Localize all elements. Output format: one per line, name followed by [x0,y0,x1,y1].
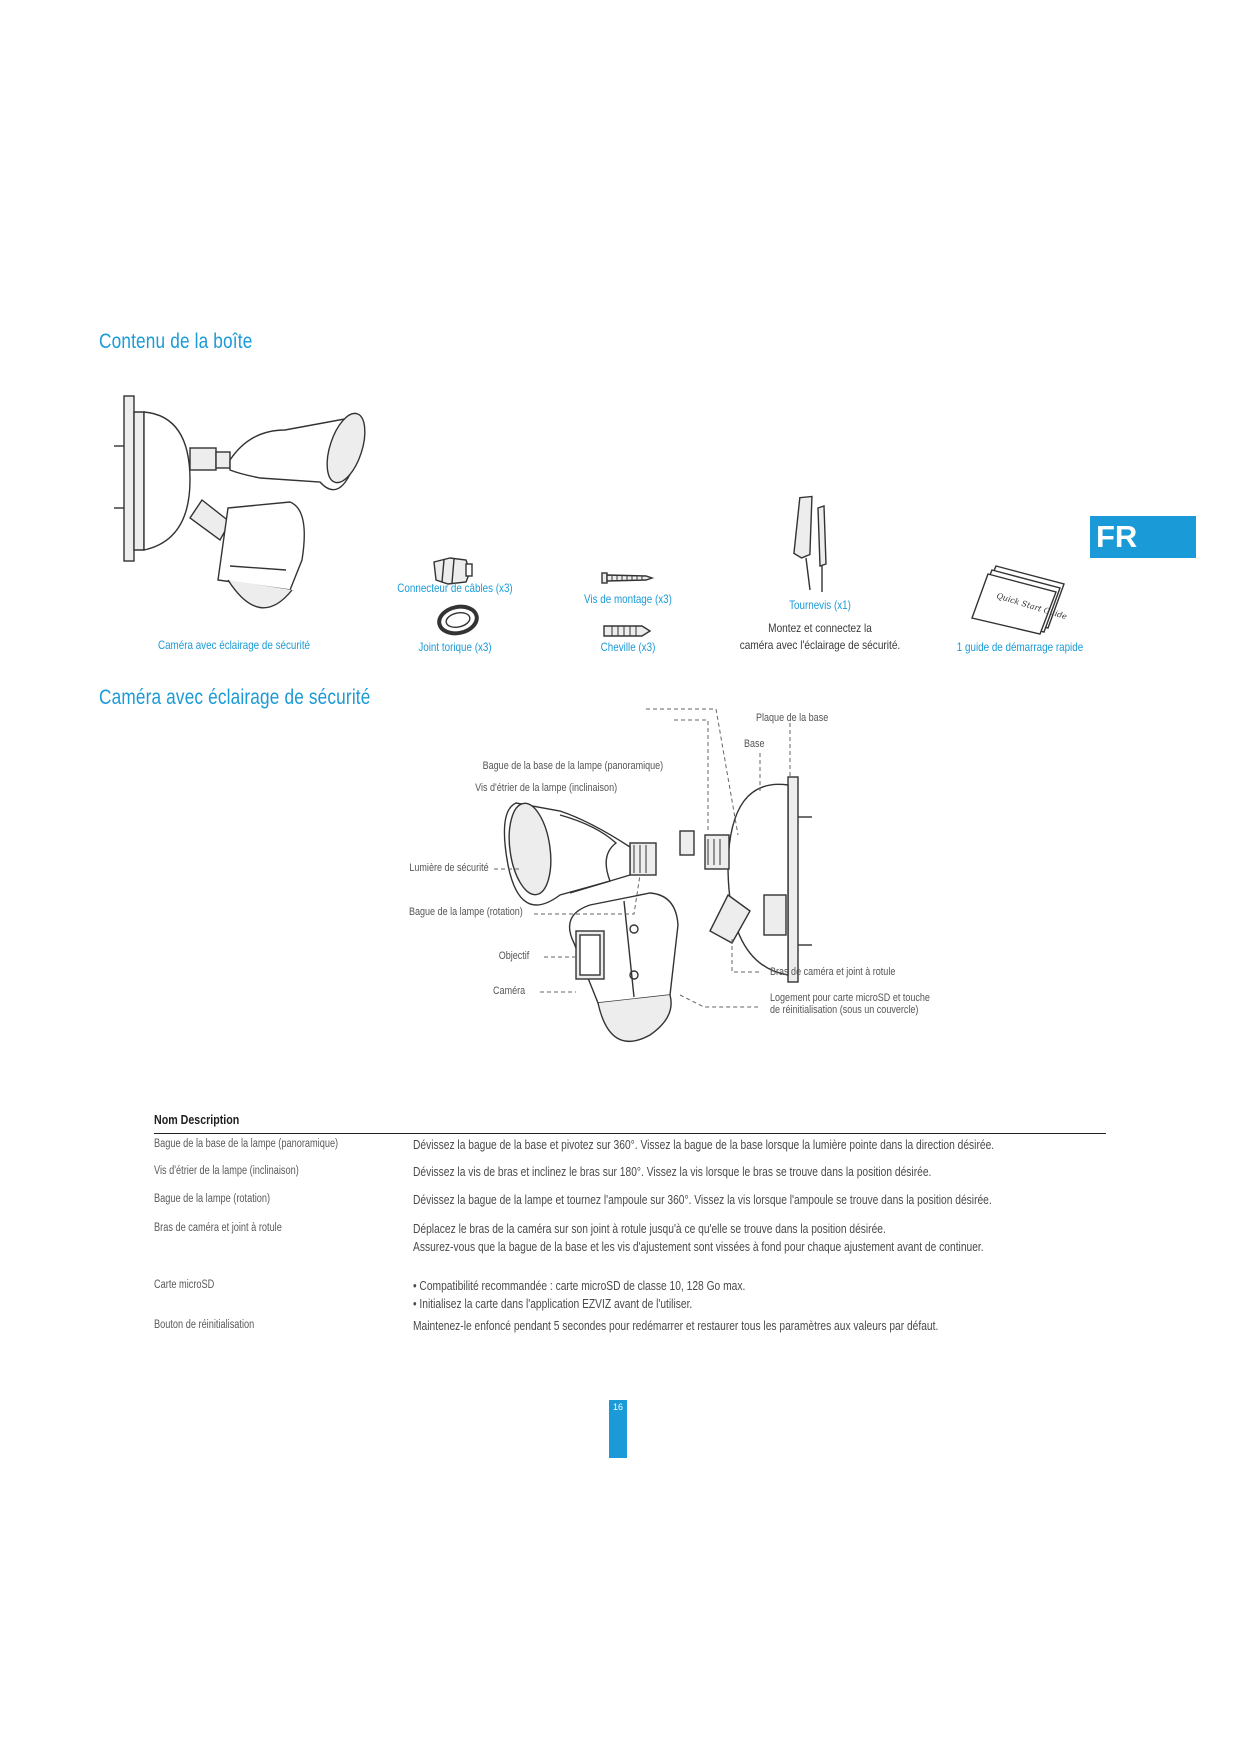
label-lamp-ring: Bague de la lampe (rotation) [409,906,523,918]
screwdriver-note-line-2: caméra avec l'éclairage de sécurité. [739,638,901,652]
o-ring-icon [437,604,479,636]
table-row-name: Bouton de réinitialisation [154,1319,255,1331]
label-security-light: Lumière de sécurité [409,862,489,874]
section-title-box-contents: Contenu de la boîte [99,330,253,353]
table-row-desc-line: • Compatibilité recommandée : carte micr… [413,1279,746,1293]
table-row-name: Vis d'étrier de la lampe (inclinaison) [154,1165,299,1177]
table-row-desc: Dévissez la vis de bras et inclinez le b… [413,1165,932,1179]
table-row-name: Carte microSD [154,1279,215,1291]
caption-o-ring: Joint torique (x3) [418,640,492,654]
anchor-icon [603,625,652,637]
table-row-desc: Déplacez le bras de la caméra sur son jo… [413,1220,984,1256]
label-lens: Objectif [498,950,529,962]
wire-connector-icon [433,557,473,585]
table-header-rule [154,1133,1106,1134]
table-row-desc: Dévissez la bague de la base et pivotez … [413,1138,995,1152]
caption-anchor: Cheville (x3) [600,640,656,654]
label-base-plate: Plaque de la base [756,712,829,724]
label-lamp-base-ring: Bague de la base de la lampe (panoramiqu… [482,760,663,772]
table-row-desc-line: • Initialisez la carte dans l'applicatio… [413,1297,693,1311]
table-row-desc: • Compatibilité recommandée : carte micr… [413,1277,745,1313]
table-row-desc-line: Assurez-vous que la bague de la base et … [413,1240,984,1254]
language-tab-label: FR [1096,519,1138,554]
caption-quick-guide: 1 guide de démarrage rapide [956,640,1084,654]
section-title-camera: Caméra avec éclairage de sécurité [99,686,371,709]
label-slot: Logement pour carte microSD et touche de… [770,992,930,1016]
label-lamp-bracket-screw: Vis d'étrier de la lampe (inclinaison) [475,782,617,794]
label-slot-line-1: Logement pour carte microSD et touche [770,992,930,1004]
label-slot-line-2: de réinitialisation (sous un couvercle) [770,1004,919,1016]
page-number-tab: 16 [609,1400,627,1458]
language-tab: FR [1090,516,1196,558]
mounting-screw-icon [601,572,655,584]
caption-wire-connector: Connecteur de câbles (x3) [397,581,513,595]
label-camera-arm: Bras de caméra et joint à rotule [770,966,896,978]
table-row-desc: Dévissez la bague de la lampe et tournez… [413,1193,992,1207]
page-number: 16 [612,1402,623,1412]
screwdriver-note: Montez et connectez la caméra avec l'écl… [719,620,921,654]
table-row-desc-line: Déplacez le bras de la caméra sur son jo… [413,1222,886,1236]
camera-diagram [494,708,812,1043]
caption-camera: Caméra avec éclairage de sécurité [157,638,311,652]
screwdriver-icon [793,495,827,592]
label-camera: Caméra [492,985,525,997]
quick-guide-icon: Quick Start Guide [971,565,1068,635]
label-base: Base [744,738,765,750]
table-row-name: Bague de la base de la lampe (panoramiqu… [154,1138,339,1150]
camera-illustration-box [114,395,366,609]
caption-mounting-screw: Vis de montage (x3) [584,592,672,606]
table-row-desc: Maintenez-le enfoncé pendant 5 secondes … [413,1319,939,1333]
table-row-name: Bague de la lampe (rotation) [154,1193,271,1205]
table-header: Nom Description [154,1112,240,1127]
screwdriver-note-line-1: Montez et connectez la [768,621,872,635]
caption-screwdriver: Tournevis (x1) [789,598,851,612]
table-row-name: Bras de caméra et joint à rotule [154,1222,282,1234]
